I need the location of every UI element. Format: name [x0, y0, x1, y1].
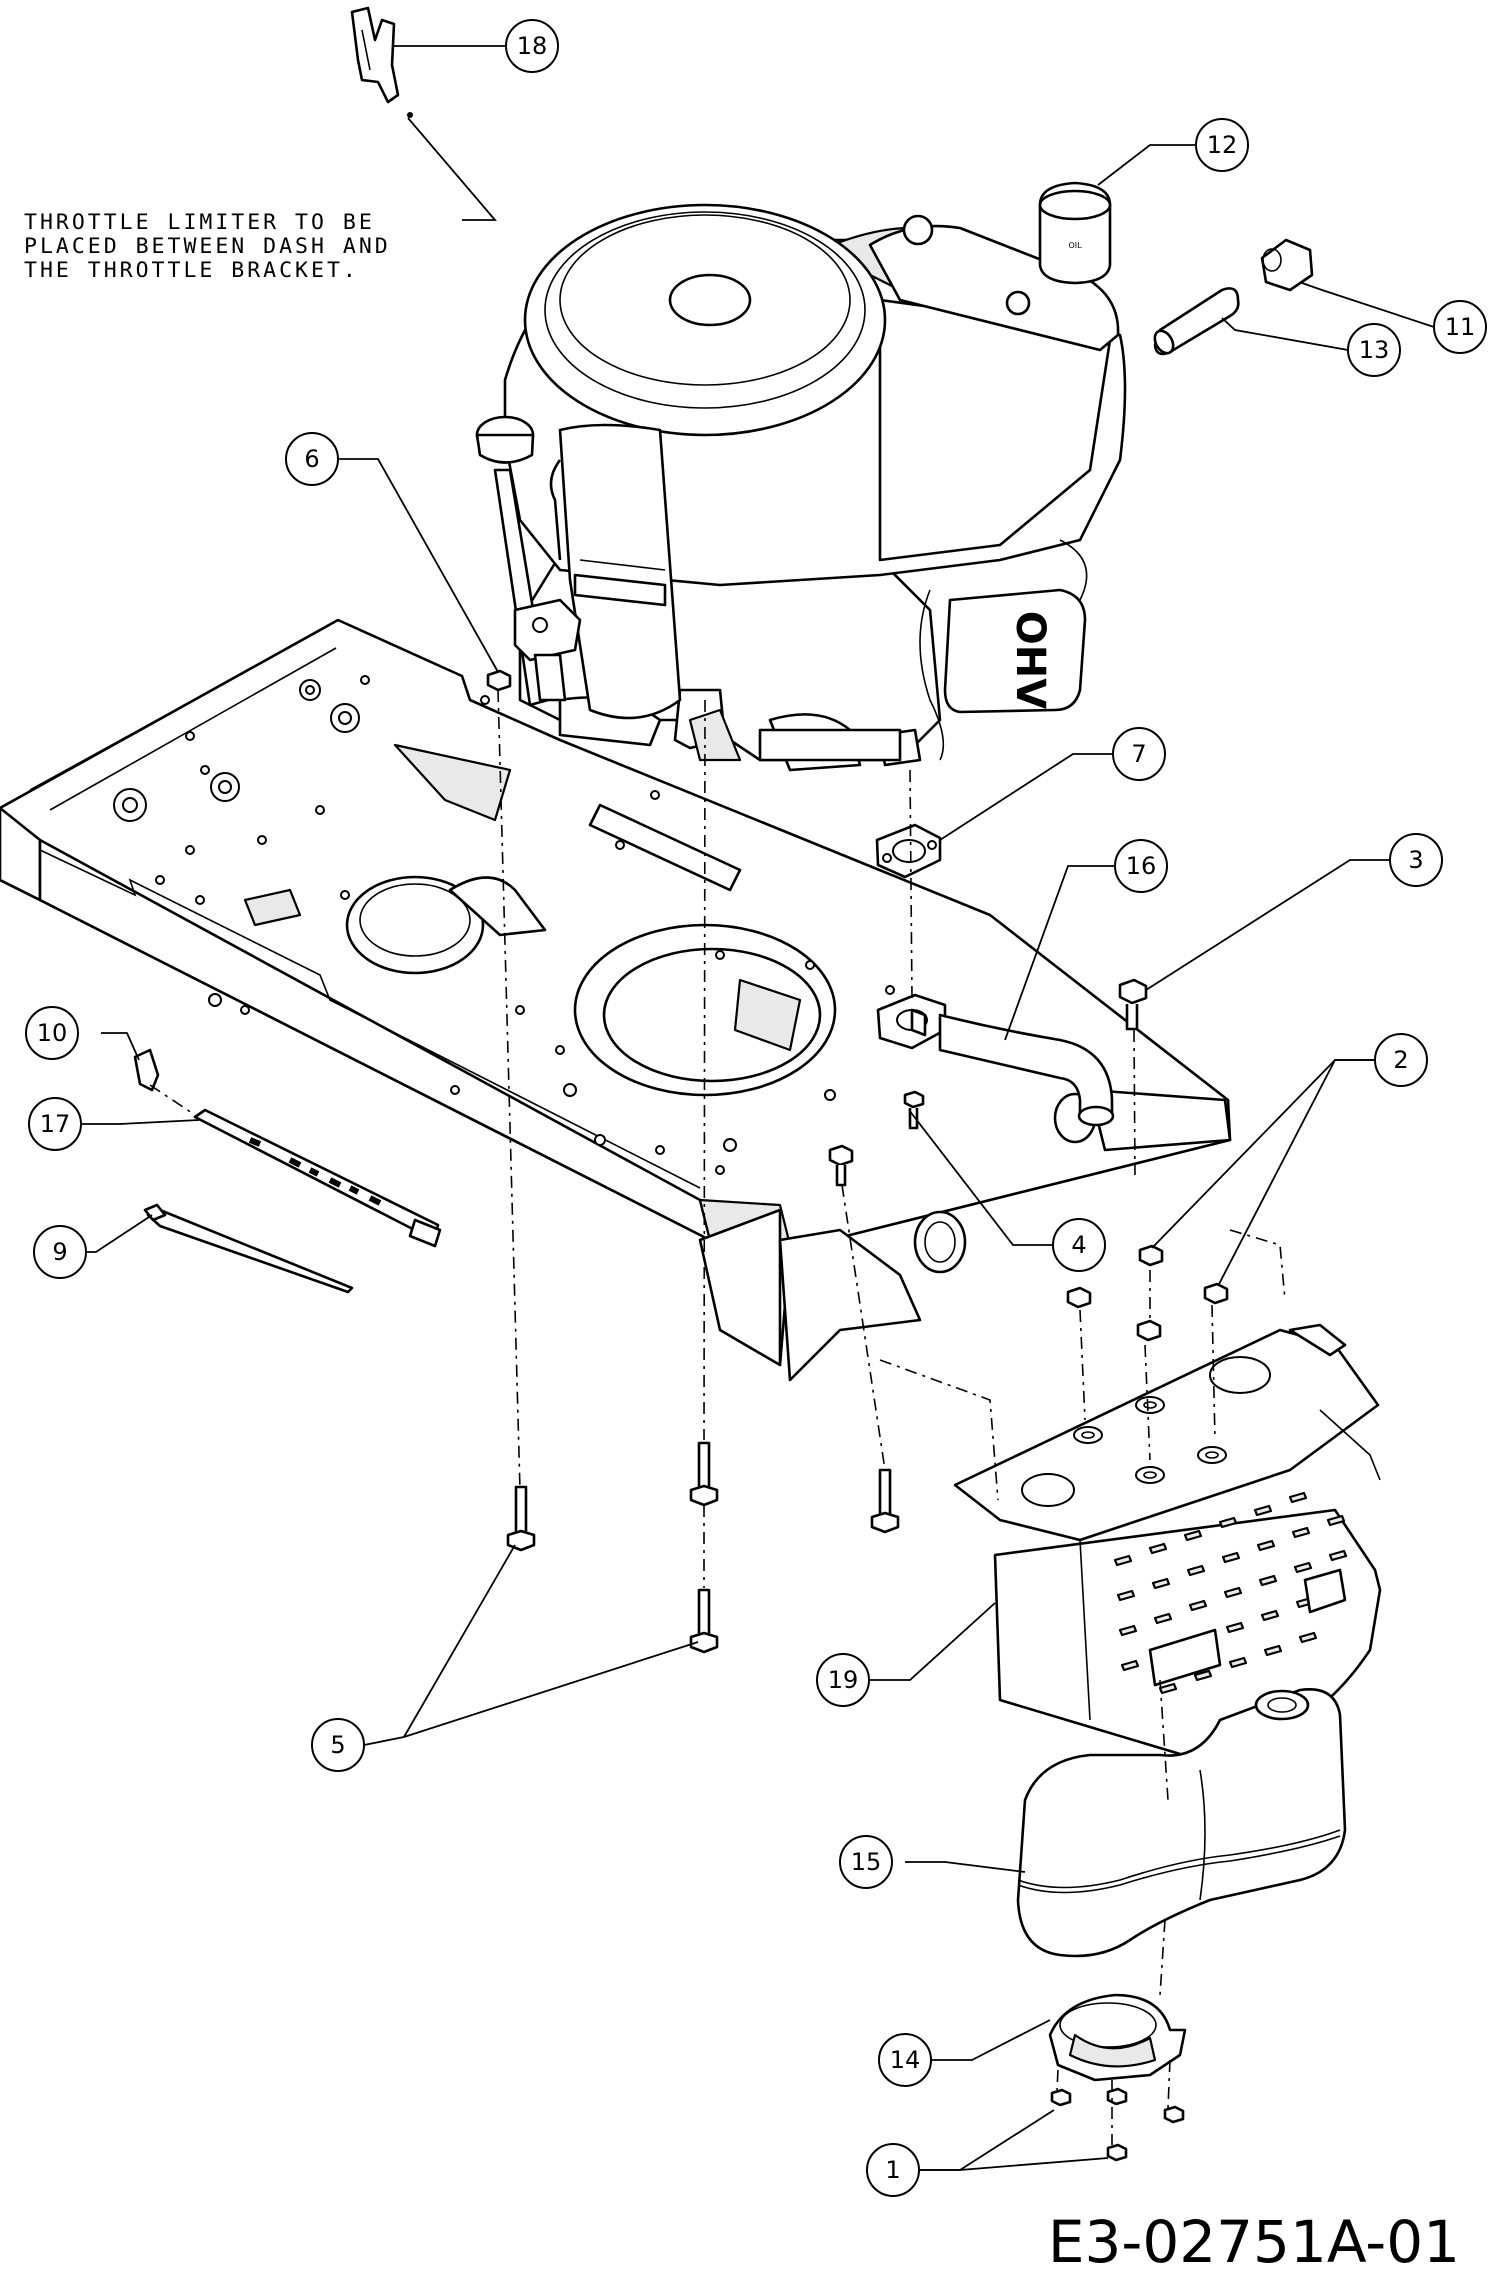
part-10-clip: [133, 1048, 160, 1092]
engine: OHV: [475, 203, 1127, 772]
callout-11: 11: [1433, 300, 1487, 354]
part-12-oil-filter: OIL: [1038, 181, 1112, 285]
part-15-muffler: [1016, 1687, 1347, 1958]
svg-text:6: 6: [304, 445, 319, 473]
callout-6: 6: [285, 432, 339, 486]
part-7-gasket: [875, 823, 942, 879]
svg-text:15: 15: [851, 1848, 882, 1876]
callout-16: 16: [1114, 839, 1168, 893]
callout-10: 10: [25, 1006, 79, 1060]
svg-text:9: 9: [52, 1238, 67, 1266]
engine-label: OHV: [1007, 611, 1053, 709]
svg-text:11: 11: [1445, 313, 1476, 341]
part-16-exhaust-pipe: [876, 993, 1115, 1127]
part-18-throttle-limiter: [350, 6, 413, 118]
callout-7: 7: [1112, 727, 1166, 781]
callout-1: 1: [866, 2143, 920, 2197]
callout-leaders: [71, 45, 1435, 2171]
note-line-1: THROTTLE LIMITER TO BE: [24, 210, 375, 235]
svg-text:3: 3: [1408, 846, 1423, 874]
note-line-3: THE THROTTLE BRACKET.: [24, 258, 359, 283]
fasteners: [486, 669, 1229, 2162]
drawing-number: E3-02751A-01: [1047, 2208, 1460, 2276]
svg-text:13: 13: [1359, 336, 1390, 364]
svg-text:10: 10: [37, 1019, 68, 1047]
oil-filter-label: OIL: [1068, 241, 1082, 250]
frame-holes: [155, 675, 895, 1175]
callout-19: 19: [816, 1653, 870, 1707]
part-14-deflector: [1048, 1993, 1187, 2082]
callout-12: 12: [1195, 118, 1249, 172]
callout-15: 15: [839, 1835, 893, 1889]
callout-2: 2: [1374, 1033, 1428, 1087]
svg-text:2: 2: [1393, 1046, 1408, 1074]
svg-text:4: 4: [1071, 1231, 1086, 1259]
callout-14: 14: [878, 2033, 932, 2087]
part-13-pipe: [1153, 287, 1240, 356]
svg-text:16: 16: [1126, 852, 1157, 880]
note-line-2: PLACED BETWEEN DASH AND: [24, 234, 391, 259]
svg-text:18: 18: [517, 32, 548, 60]
svg-text:17: 17: [40, 1110, 71, 1138]
svg-text:7: 7: [1131, 740, 1146, 768]
part-11-nut: [1260, 238, 1314, 292]
callout-13: 13: [1347, 323, 1401, 377]
callout-5: 5: [311, 1718, 365, 1772]
callout-18: 18: [505, 19, 559, 73]
part-9-cable-tie: [143, 1203, 354, 1294]
callout-4: 4: [1052, 1218, 1106, 1272]
callout-9: 9: [33, 1225, 87, 1279]
callout-3: 3: [1389, 833, 1443, 887]
part-17-rod: [193, 1108, 442, 1248]
svg-text:19: 19: [828, 1666, 859, 1694]
svg-text:14: 14: [890, 2046, 921, 2074]
svg-text:5: 5: [330, 1731, 345, 1759]
svg-text:12: 12: [1207, 131, 1238, 159]
callout-17: 17: [28, 1097, 82, 1151]
assembly-centerlines: [149, 689, 1286, 2145]
svg-text:1: 1: [885, 2156, 900, 2184]
